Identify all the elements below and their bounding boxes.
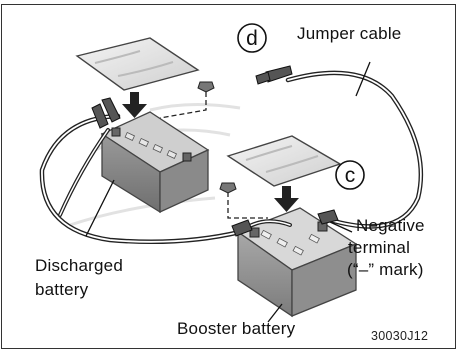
- marker-c: c: [335, 160, 365, 190]
- booster-battery: [236, 207, 358, 318]
- svg-text:d: d: [246, 27, 258, 50]
- jumper-cable-label: Jumper cable: [297, 24, 402, 43]
- leader-lines: [85, 61, 371, 323]
- marker-d: d: [237, 23, 267, 53]
- discharged-battery-cover: [75, 37, 200, 91]
- discharged-battery: [100, 111, 210, 214]
- discharged-battery-label-line1: Discharged: [35, 256, 123, 275]
- bolt-icon: [197, 81, 237, 194]
- negative-terminal-label-line2: terminal: [348, 238, 411, 257]
- dashed-guides: [159, 92, 268, 219]
- negative-terminal-label-line1: Negative: [356, 216, 425, 235]
- figure-code: 30030J12: [371, 329, 429, 343]
- discharged-arrow-icon: [122, 92, 147, 118]
- svg-text:c: c: [345, 164, 356, 187]
- booster-battery-label: Booster battery: [177, 319, 296, 338]
- negative-terminal-label-line3: (“–” mark): [347, 260, 424, 279]
- discharged-battery-label-line2: battery: [35, 280, 89, 299]
- booster-battery-cover: [226, 135, 342, 187]
- booster-arrow-icon: [274, 186, 299, 212]
- cable-clamp-icon: [91, 65, 339, 237]
- diagram-frame: [1, 4, 456, 349]
